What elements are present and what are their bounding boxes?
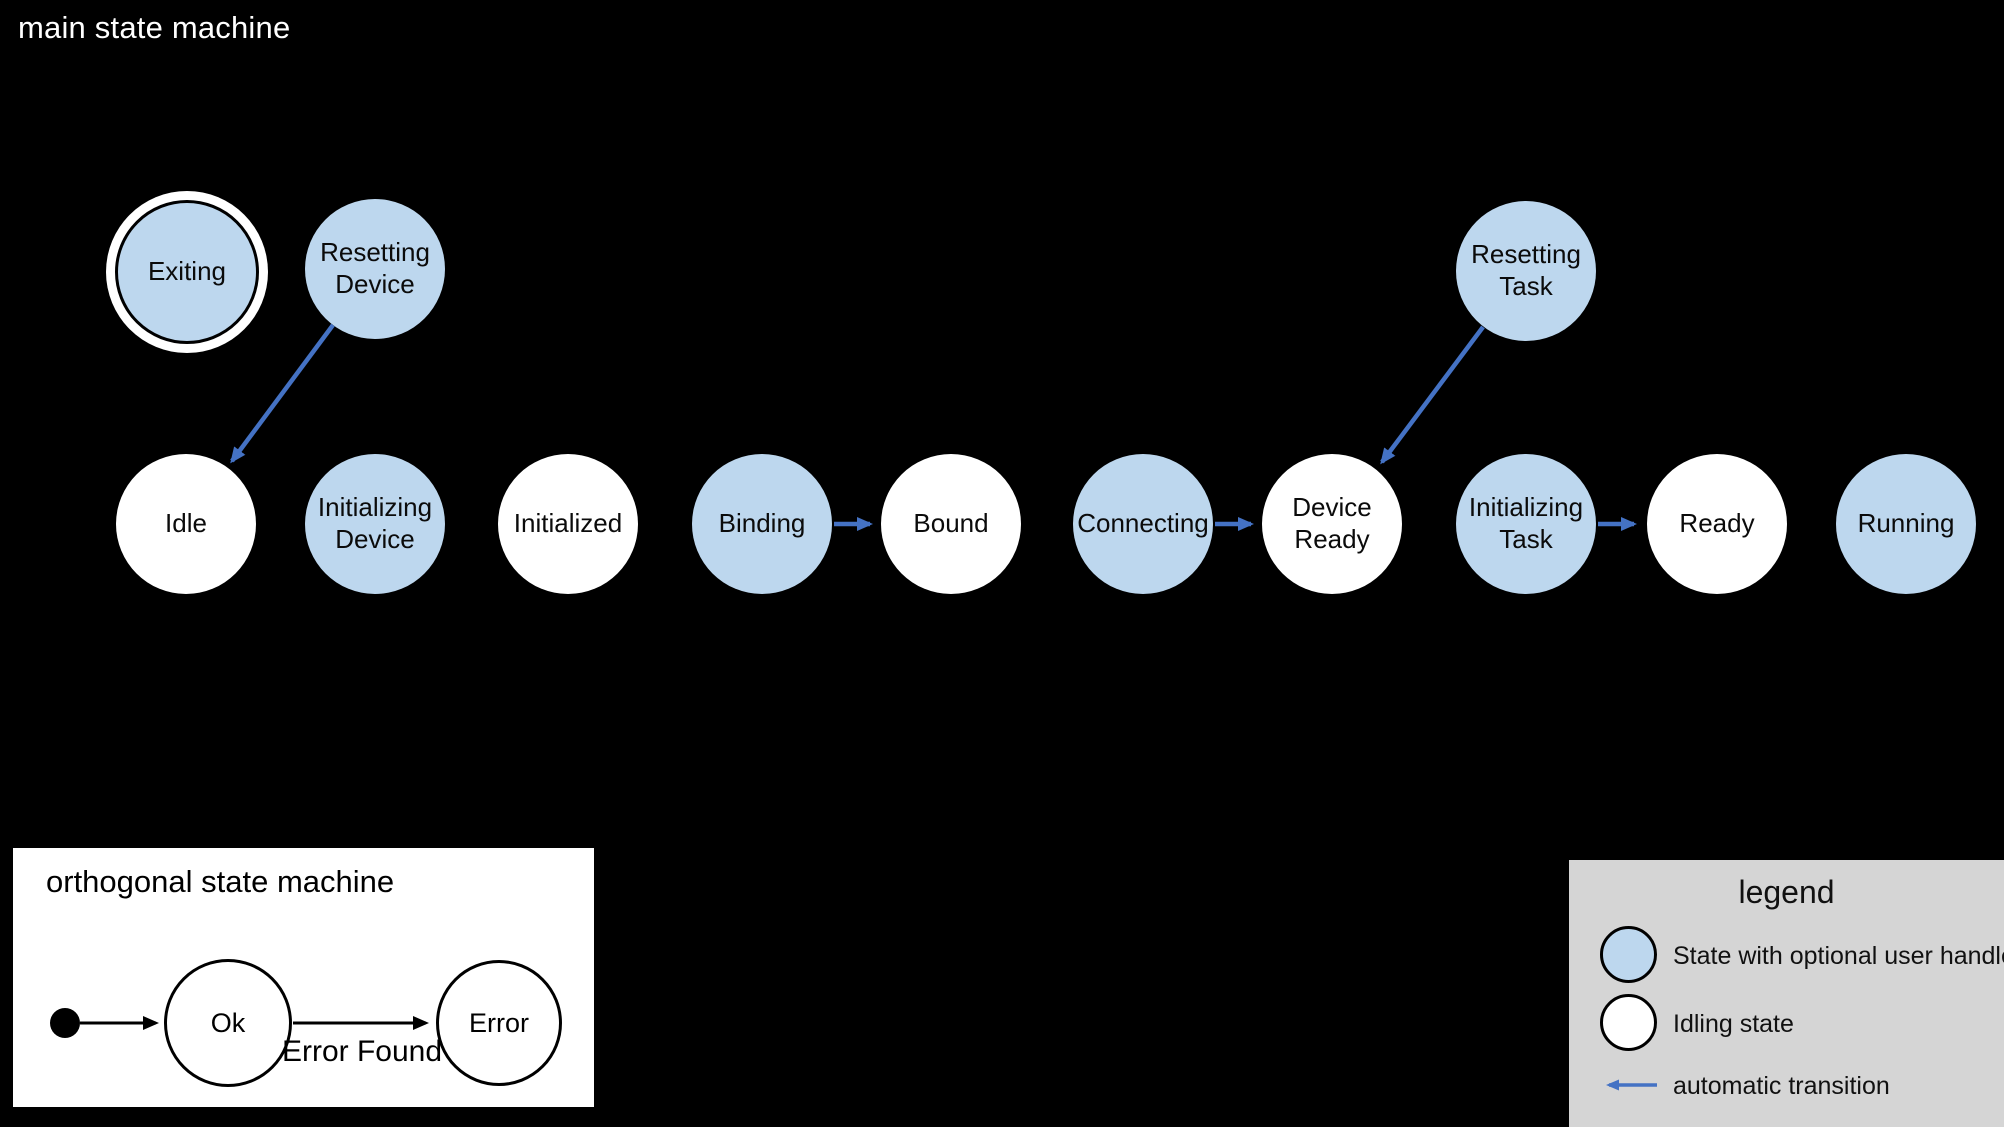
state-label: Resetting Device: [320, 237, 430, 299]
legend-item-label: Idling state: [1673, 1010, 1794, 1038]
state-label: Exiting: [147, 256, 227, 287]
state-label: Ready: [1679, 508, 1755, 539]
handler-state-swatch: [1600, 926, 1657, 983]
state-label: Running: [1857, 508, 1955, 539]
transition-label-error-found: Error Found: [281, 1035, 443, 1068]
state-initialized: Initialized: [498, 454, 638, 594]
main-diagram-title: main state machine: [18, 10, 291, 45]
state-connecting: Connecting: [1073, 454, 1213, 594]
state-label: Initializing Device: [317, 492, 433, 554]
state-label: Error: [469, 1007, 529, 1038]
state-error: Error: [436, 960, 562, 1086]
legend-item-label: automatic transition: [1673, 1072, 1890, 1100]
state-exiting-inner-circle: Exiting: [115, 200, 259, 344]
state-ok: Ok: [164, 959, 292, 1087]
state-exiting: Exiting: [106, 191, 268, 353]
orthogonal-title: orthogonal state machine: [46, 864, 395, 899]
state-binding: Binding: [692, 454, 832, 594]
state-label: Ok: [210, 1007, 246, 1038]
state-label: Binding: [718, 508, 806, 539]
state-running: Running: [1836, 454, 1976, 594]
orthogonal-state-machine-panel: orthogonal state machine Ok Error Error …: [13, 848, 594, 1107]
state-label: Bound: [913, 508, 989, 539]
state-ready: Ready: [1647, 454, 1787, 594]
state-idle: Idle: [116, 454, 256, 594]
state-initializing-device: Initializing Device: [305, 454, 445, 594]
orthogonal-arrows: [50, 1008, 429, 1038]
state-bound: Bound: [881, 454, 1021, 594]
arrow-resetting-device-to-idle: [230, 323, 335, 464]
legend-title: legend: [1738, 874, 1835, 910]
state-device-ready: Device Ready: [1262, 454, 1402, 594]
state-resetting-device: Resetting Device: [305, 199, 445, 339]
legend-item-label: State with optional user handler: [1673, 942, 2004, 970]
arrow-resetting-task-to-device-ready: [1380, 325, 1485, 465]
initial-state-dot: [50, 1008, 80, 1038]
state-label: Initialized: [513, 508, 623, 539]
idling-state-swatch: [1600, 994, 1657, 1051]
legend-panel: legend State with optional user handler …: [1569, 860, 2004, 1127]
state-label: Device Ready: [1292, 492, 1372, 554]
state-resetting-task: Resetting Task: [1456, 201, 1596, 341]
state-label: Resetting Task: [1471, 239, 1581, 301]
state-label: Initializing Task: [1468, 492, 1584, 554]
state-initializing-task: Initializing Task: [1456, 454, 1596, 594]
state-label: Idle: [165, 508, 207, 539]
state-label: Connecting: [1077, 508, 1209, 539]
